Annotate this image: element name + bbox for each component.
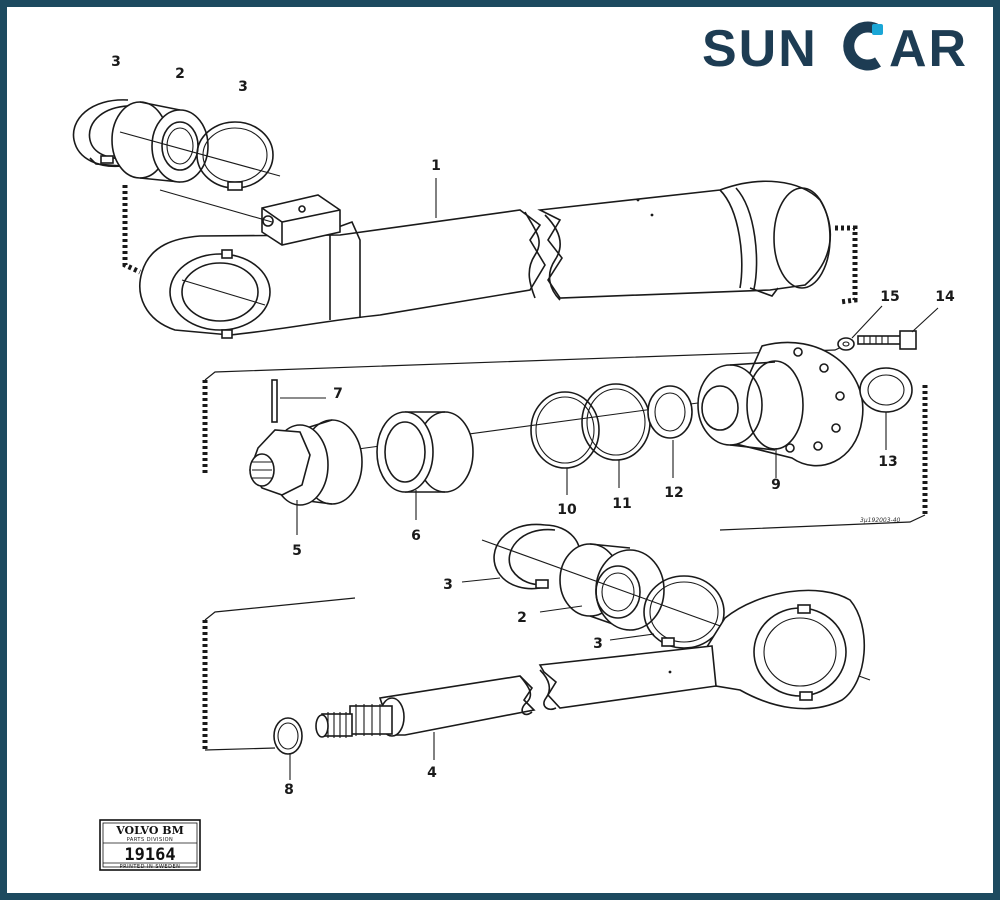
part-11-backup-ring: [581, 383, 651, 488]
volvo-bm-parts-stamp: VOLVO BM PARTS DIVISION 19164 PRINTED IN…: [99, 819, 201, 871]
callout-11: 11: [612, 496, 631, 512]
logo-text-right: AR: [889, 20, 968, 78]
callout-3-top-right: 3: [238, 79, 248, 95]
part-5-piston-nut: [249, 419, 363, 535]
logo-text-left: SUN: [702, 20, 818, 78]
part-3-circlip-bottom-right: [609, 575, 725, 649]
part-7-roll-pin: [271, 379, 326, 423]
callout-3-top-left: 3: [111, 54, 121, 70]
part-4-piston-rod: [202, 589, 866, 760]
callout-12: 12: [664, 485, 683, 501]
part-13-wiper-ring: [859, 367, 913, 450]
part-2-spherical-bearing-top: [111, 101, 209, 183]
part-14-bolt: [857, 307, 939, 350]
stamp-division: PARTS DIVISION: [127, 837, 174, 843]
callout-1: 1: [431, 158, 441, 174]
callout-6: 6: [411, 528, 421, 544]
callout-9: 9: [771, 477, 781, 493]
stamp-footer: PRINTED IN SWEDEN: [120, 864, 181, 870]
part-2-spherical-bearing-bottom: [539, 543, 665, 631]
callout-14: 14: [935, 289, 955, 305]
stamp-brand: VOLVO BM: [115, 824, 184, 837]
suncar-logo: SUN AR: [702, 20, 968, 78]
callout-15: 15: [880, 289, 899, 305]
callout-10: 10: [557, 502, 577, 518]
part-1-cylinder-tube: [122, 178, 858, 339]
part-8-wiper-ring-small: [273, 717, 303, 780]
callout-labels: 3 2 3 1 15 14 7 5 6 10 11 12 9 13 3 2 3 …: [111, 54, 955, 798]
part-3-circlip-top-left: [72, 99, 139, 168]
callout-3-bottom-left: 3: [443, 577, 453, 593]
callout-2-top: 2: [175, 66, 185, 82]
part-15-washer: [837, 305, 883, 351]
part-3-circlip-bottom-left: [461, 523, 581, 590]
callout-7: 7: [333, 386, 343, 402]
callout-4: 4: [427, 765, 437, 781]
logo-c-icon: [843, 21, 883, 71]
part-12-rod-seal: [647, 385, 693, 478]
callout-2-bottom: 2: [517, 610, 527, 626]
part-9-cylinder-head: [697, 341, 864, 478]
callout-3-bottom-right: 3: [593, 636, 603, 652]
callout-13: 13: [878, 454, 897, 470]
part-10-o-ring: [530, 391, 600, 495]
axis-line-top: [119, 131, 281, 177]
callout-5: 5: [292, 543, 302, 559]
callout-8: 8: [284, 782, 294, 798]
stamp-number: 19164: [124, 845, 175, 865]
part-6-piston-seal: [376, 411, 474, 520]
drawing-code: 3μ192003-40: [860, 517, 901, 524]
